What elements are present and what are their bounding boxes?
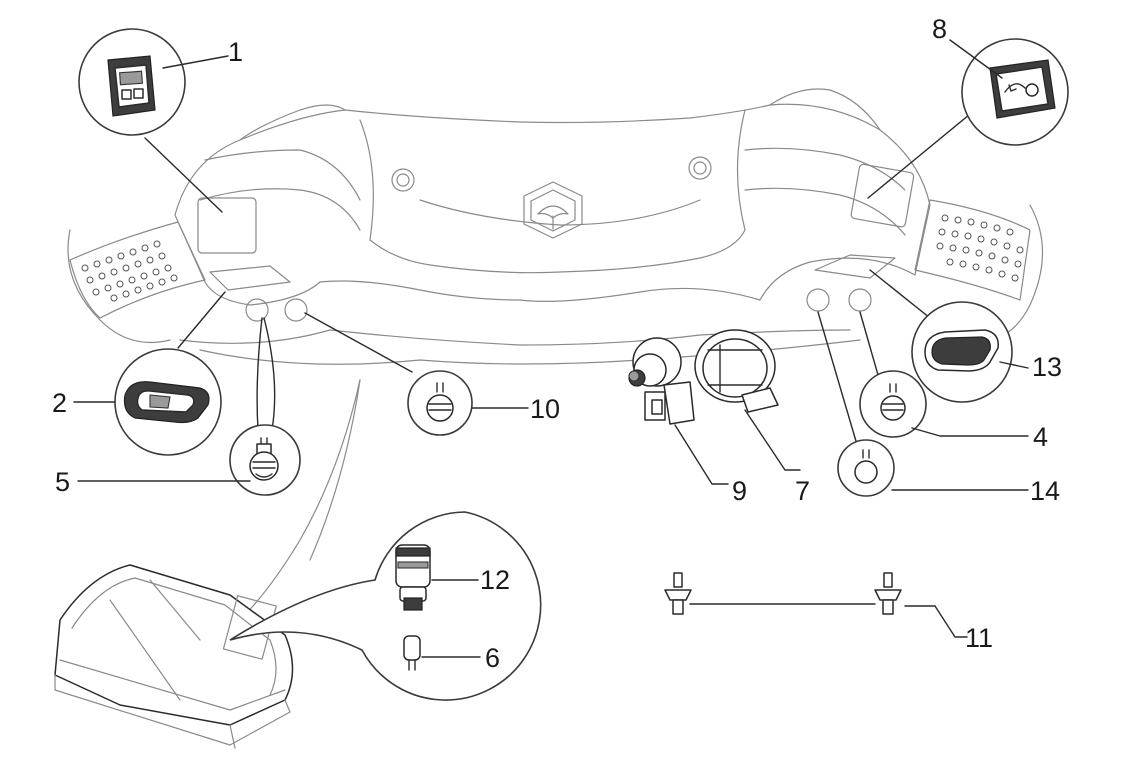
left-grip-texture [81,240,178,302]
callout-label-9: 9 [732,476,747,506]
leader-4 [911,427,1029,437]
callout-label-14: 14 [1030,476,1060,506]
leader-8-top [949,39,1003,79]
right-grip-texture [936,214,1024,282]
detail-circle-part-14 [837,439,895,497]
callout-label-11: 11 [965,623,993,653]
indicator-lens-part [924,329,999,372]
brand-emblem [523,181,583,239]
leader-7 [744,409,801,471]
detail-circle-part-10 [407,370,473,436]
callout-label-2: 2 [52,388,67,418]
detail-circle-part-13 [911,301,1013,403]
horn-switch-part [123,381,210,424]
bulb-holder-part-12 [395,544,431,611]
callout-label-8: 8 [932,14,947,44]
callout-label-1: 1 [228,37,243,67]
leader-lines [144,109,976,621]
leader-9 [674,424,729,485]
light-switch-part [107,55,156,117]
leader-13 [999,361,1029,369]
lens-holder-part-7 [694,329,779,413]
detail-circle-parts-6-12 [229,511,542,701]
bulb-part-6 [403,635,421,671]
detail-circle-part-5 [229,424,301,496]
bulb-5 [249,437,279,481]
handlebar-cover [67,88,1043,365]
callout-label-4: 4 [1033,422,1048,452]
callout-label-12: 12 [480,565,510,595]
detail-circle-part-8 [961,38,1069,146]
bulb-socket-part-9 [628,337,695,425]
callout-label-6: 6 [485,643,500,673]
detail-circle-part-2 [114,348,222,456]
instrument-panel [54,564,294,749]
callout-label-10: 10 [530,394,560,424]
callout-label-13: 13 [1032,352,1062,382]
callout-label-5: 5 [55,467,70,497]
bulb-10 [426,382,454,422]
leader-1 [162,55,229,69]
leader-11 [904,605,968,638]
bulb-4 [880,383,906,421]
callout-label-7: 7 [795,476,810,506]
screw-part-11-right [874,572,902,615]
hazard-switch-part [989,59,1056,119]
detail-circle-part-4 [859,370,927,438]
detail-circle-part-1 [78,28,186,136]
screw-part-11-left [664,572,692,615]
bulb-14 [854,449,878,484]
